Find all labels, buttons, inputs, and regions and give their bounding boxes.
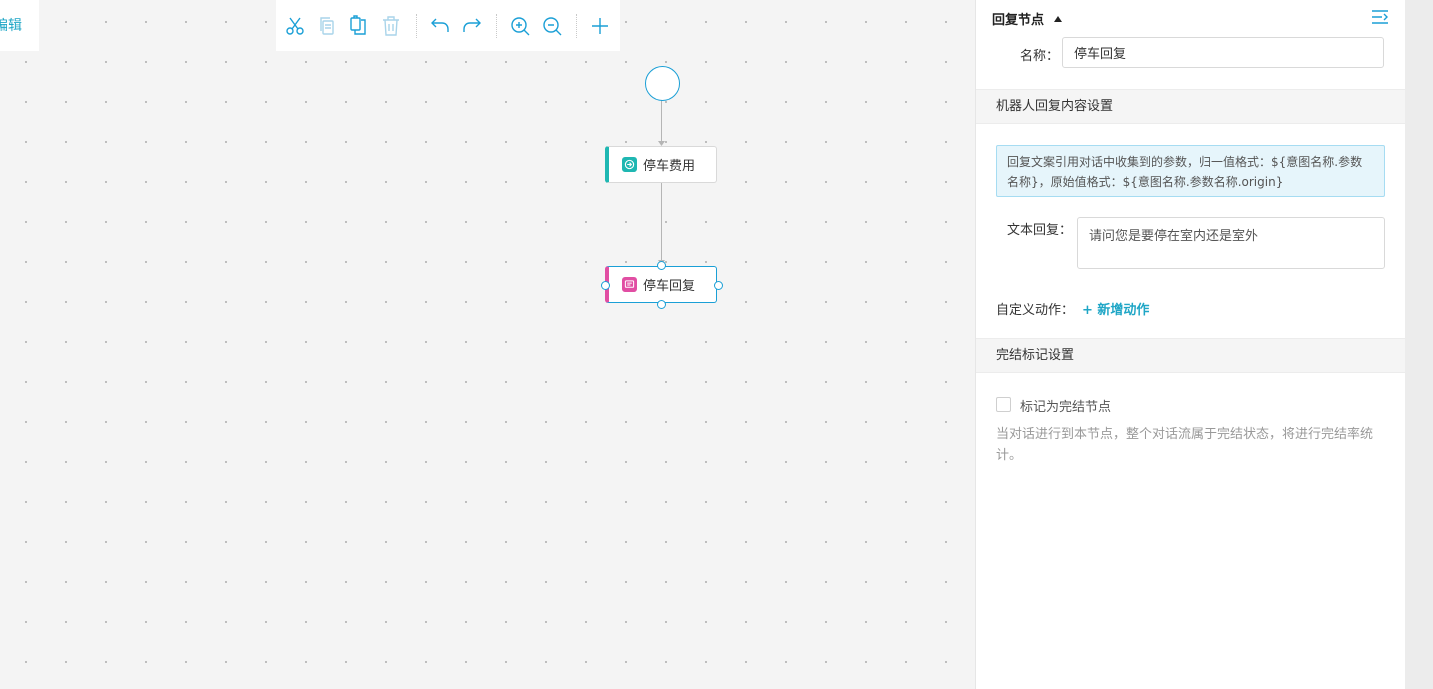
flow-edges [658, 100, 665, 265]
finish-node-label[interactable]: 标记为完结节点 [1020, 400, 1112, 415]
toolbar-divider [576, 14, 577, 38]
custom-action-label: 自定义动作： [996, 303, 1075, 318]
node-name-input[interactable] [1062, 37, 1384, 68]
scrollbar[interactable] [1405, 0, 1433, 689]
connect-handle-bottom[interactable] [657, 300, 666, 309]
zoom-out-icon[interactable] [540, 14, 564, 38]
cut-icon[interactable] [283, 14, 307, 38]
editor-toolbar [276, 0, 620, 51]
paste-icon[interactable] [347, 14, 371, 38]
edit-tab[interactable]: 编辑 [0, 0, 39, 51]
connect-handle-top[interactable] [657, 261, 666, 270]
flow-canvas[interactable]: 编辑 [0, 0, 975, 689]
toolbar-divider [496, 14, 497, 38]
info-tip: 回复文案引用对话中收集到的参数，归一值格式：${意图名称.参数名称}，原始值格式… [996, 145, 1385, 197]
connect-handle-right[interactable] [714, 281, 723, 290]
text-reply-field[interactable]: 请问您是要停在室内还是室外 [1077, 217, 1385, 269]
message-icon [622, 277, 637, 292]
section-finish-settings: 完结标记设置 [976, 338, 1406, 373]
entry-icon [622, 157, 637, 172]
copy-icon[interactable] [315, 14, 339, 38]
flow-node-parking-fee[interactable]: 停车费用 [605, 146, 717, 183]
finish-node-checkbox[interactable] [996, 397, 1011, 412]
edge-arrow [658, 141, 665, 146]
property-panel: 回复节点 名称： 机器人回复内容设置 回复文案引用对话中收集到的参数，归一值格式… [975, 0, 1406, 689]
connect-handle-left[interactable] [601, 281, 610, 290]
node-label: 停车费用 [643, 159, 696, 174]
undo-icon[interactable] [428, 14, 452, 38]
caret-up-icon[interactable] [1054, 15, 1063, 22]
text-reply-label: 文本回复： [1007, 223, 1073, 238]
delete-icon[interactable] [379, 14, 403, 38]
zoom-in-icon[interactable] [508, 14, 532, 38]
panel-title: 回复节点 [992, 13, 1045, 28]
finish-description: 当对话进行到本节点，整个对话流属于完结状态，将进行完结率统计。 [996, 427, 1374, 463]
flow-node-parking-reply[interactable]: 停车回复 [605, 266, 717, 303]
start-node[interactable] [645, 66, 680, 101]
add-icon[interactable] [588, 14, 612, 38]
add-action-link[interactable]: + 新增动作 [1082, 303, 1150, 318]
redo-icon[interactable] [460, 14, 484, 38]
toolbar-divider [416, 14, 417, 38]
panel-header[interactable]: 回复节点 [992, 9, 1063, 28]
node-label: 停车回复 [643, 279, 696, 294]
collapse-panel-icon[interactable] [1371, 9, 1389, 25]
section-reply-settings: 机器人回复内容设置 [976, 89, 1406, 124]
name-label: 名称： [1020, 49, 1060, 64]
